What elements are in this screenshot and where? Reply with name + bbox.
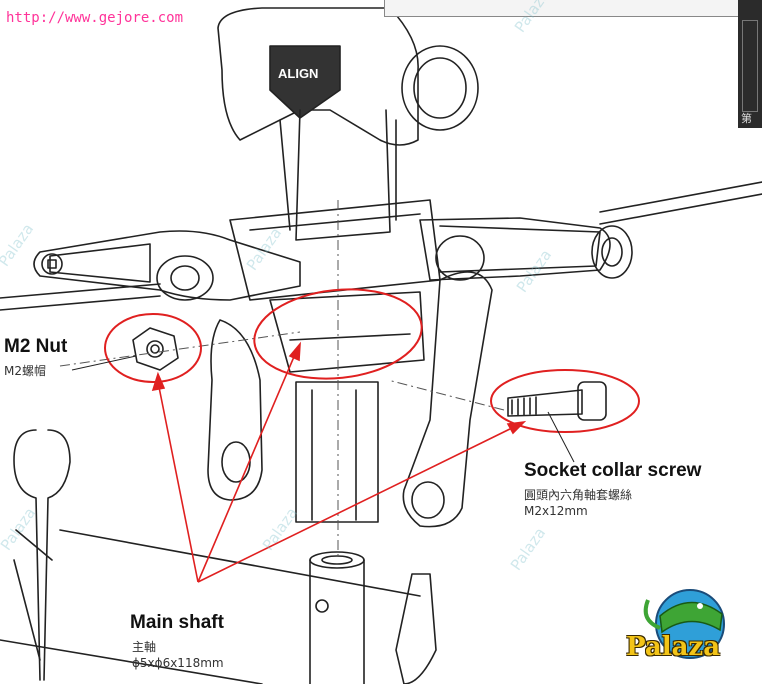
socket-collar-screw-subtitle: 圓頭內六角軸套螺絲 [524, 488, 633, 502]
highlight-ellipse-screw [490, 369, 640, 433]
main-shaft-title: Main shaft [130, 612, 224, 633]
socket-collar-screw-title: Socket collar screw [524, 460, 702, 481]
main-shaft-spec: ϕ5xϕ6x118mm [132, 656, 224, 670]
main-shaft-body [309, 559, 365, 685]
socket-collar-screw-part [507, 389, 583, 417]
arrow-to-head [197, 351, 297, 583]
washout-base [269, 291, 425, 373]
arrow-to-screw [197, 425, 517, 583]
spindle-arm-right [419, 217, 611, 281]
palaza-logo-text: Palaza [626, 632, 721, 662]
spindle-arm-left [33, 230, 301, 301]
side-panel-frame [742, 20, 758, 112]
head-block [217, 7, 419, 146]
side-panel-glyph: 第 [741, 112, 752, 125]
highlight-ellipse-head [253, 288, 423, 380]
ball-link-right [395, 573, 437, 685]
m2-nut-title: M2 Nut [4, 336, 68, 357]
mixing-arm-left [207, 319, 263, 501]
main-shaft-subtitle: 主軸 [132, 640, 157, 654]
socket-collar-screw-spec: M2x12mm [524, 504, 588, 518]
site-url[interactable]: http://www.gejore.com [6, 10, 184, 26]
highlight-ellipse-nut [104, 313, 202, 383]
m2-nut-subtitle: M2螺帽 [4, 364, 46, 378]
popup-panel [384, 0, 742, 17]
shaft-guide [295, 381, 379, 523]
palaza-logo-graphic [643, 589, 725, 659]
brand-text: ALIGN [278, 66, 318, 81]
flybar-rod-left [0, 283, 161, 299]
flybar-rod-right [599, 181, 762, 213]
mixing-arm-right [402, 271, 493, 528]
m2-nut-part [132, 327, 179, 371]
ball-link-left [13, 429, 41, 681]
arrow-to-nut [157, 381, 199, 583]
side-panel[interactable]: 第 [738, 0, 762, 128]
